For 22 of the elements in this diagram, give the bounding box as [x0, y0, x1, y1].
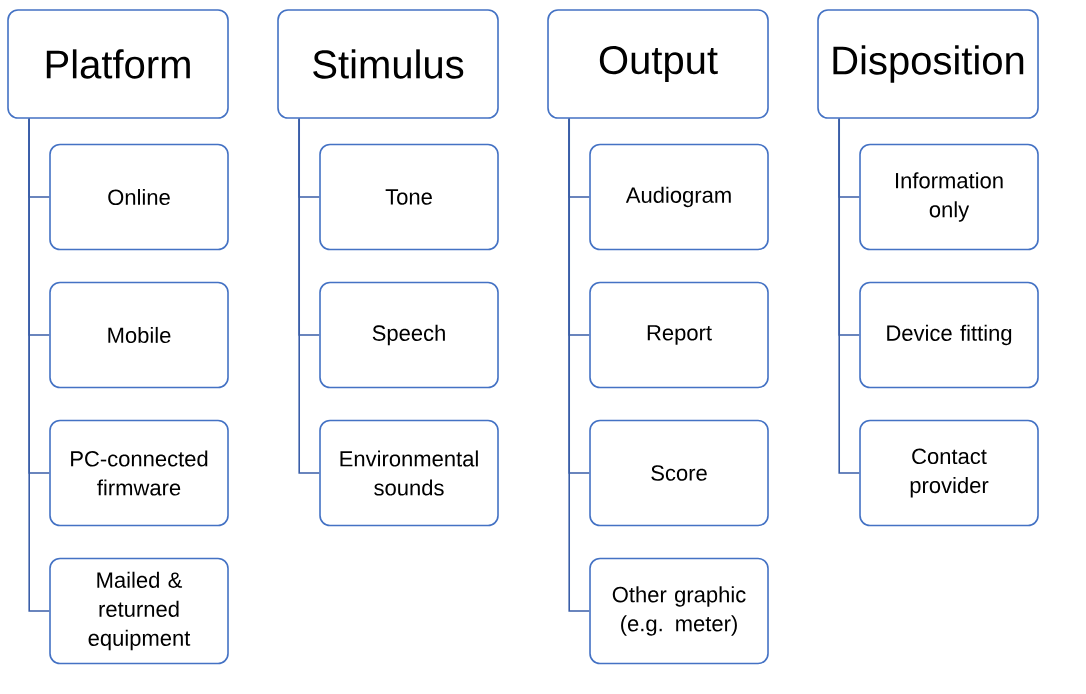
- item-box: Speech: [319, 281, 499, 389]
- item-box: Information only: [859, 143, 1039, 251]
- category-box: Disposition: [817, 9, 1039, 119]
- connector-line: [298, 118, 320, 474]
- item-box: Mailed & returned equipment: [49, 557, 229, 665]
- item-box: Tone: [319, 143, 499, 251]
- connector-line: [568, 118, 590, 612]
- item-box: Other graphic (e.g. meter): [589, 557, 769, 665]
- item-box: Score: [589, 419, 769, 527]
- item-box: Report: [589, 281, 769, 389]
- connector-line: [838, 118, 860, 474]
- item-box: Environmental sounds: [319, 419, 499, 527]
- item-box: Contact provider: [859, 419, 1039, 527]
- item-box: Audiogram: [589, 143, 769, 251]
- connector-line: [28, 118, 50, 612]
- category-box: Stimulus: [277, 9, 499, 119]
- item-box: PC-connected firmware: [49, 419, 229, 527]
- category-box: Platform: [7, 9, 229, 119]
- category-box: Output: [547, 9, 769, 119]
- item-box: Mobile: [49, 281, 229, 389]
- item-box: Device fitting: [859, 281, 1039, 389]
- item-box: Online: [49, 143, 229, 251]
